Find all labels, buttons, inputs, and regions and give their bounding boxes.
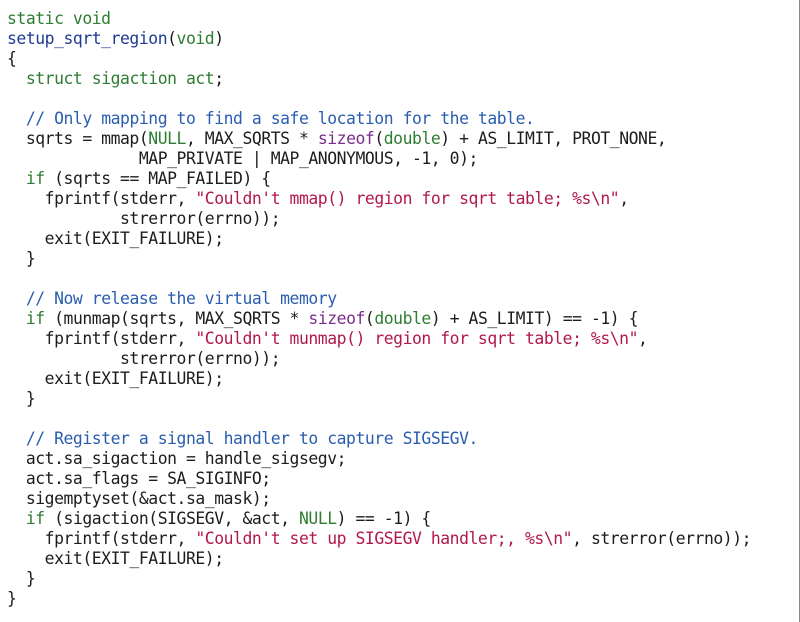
code-line: sqrts = mmap(NULL, MAX_SQRTS * sizeof(do… bbox=[7, 129, 751, 149]
null-token: NULL bbox=[148, 129, 186, 148]
code-token: ) == -1) { bbox=[336, 509, 432, 528]
code-token: ( bbox=[374, 129, 384, 148]
keyword-token: if bbox=[25, 169, 45, 188]
keyword-token: double bbox=[374, 309, 431, 328]
code-line: fprintf(stderr, "Couldn't munmap() regio… bbox=[7, 329, 751, 349]
code-token: } bbox=[7, 569, 36, 588]
code-token bbox=[7, 169, 26, 188]
code-token: { bbox=[7, 49, 17, 68]
code-token: fprintf(stderr, bbox=[7, 529, 196, 548]
code-line: MAP_PRIVATE | MAP_ANONYMOUS, -1, 0); bbox=[7, 149, 751, 169]
code-line: // Register a signal handler to capture … bbox=[7, 429, 751, 449]
code-token: exit(EXIT_FAILURE); bbox=[7, 369, 224, 388]
code-token: } bbox=[7, 589, 17, 608]
code-token: fprintf(stderr, bbox=[7, 189, 196, 208]
code-line: exit(EXIT_FAILURE); bbox=[7, 229, 751, 249]
code-token: exit(EXIT_FAILURE); bbox=[7, 549, 224, 568]
keyword-token: if bbox=[25, 509, 45, 528]
code-token bbox=[7, 109, 26, 128]
code-line: fprintf(stderr, "Couldn't set up SIGSEGV… bbox=[7, 529, 752, 549]
code-token: (sigaction(SIGSEGV, &act, bbox=[44, 509, 299, 528]
code-token: ) + AS_LIMIT) == -1) { bbox=[430, 309, 639, 328]
code-token: } bbox=[7, 249, 36, 268]
code-line: // Now release the virtual memory bbox=[7, 289, 751, 309]
code-token bbox=[7, 429, 26, 448]
code-token bbox=[7, 69, 26, 88]
comment-token: // Now release the virtual memory bbox=[25, 289, 337, 308]
code-line: static void bbox=[7, 9, 751, 29]
code-token: act.sa_sigaction = handle_sigsegv; bbox=[7, 449, 347, 468]
code-line: act.sa_flags = SA_SIGINFO; bbox=[7, 469, 751, 489]
code-line: exit(EXIT_FAILURE); bbox=[7, 369, 751, 389]
code-token: , bbox=[638, 329, 648, 348]
code-line: fprintf(stderr, "Couldn't mmap() region … bbox=[7, 189, 751, 209]
code-token bbox=[177, 69, 186, 88]
keyword-token: double bbox=[383, 129, 441, 148]
code-token: strerror(errno)); bbox=[7, 209, 281, 228]
code-line: } bbox=[7, 569, 751, 589]
code-token: , MAX_SQRTS * bbox=[185, 129, 318, 148]
builtin-token: sizeof bbox=[308, 309, 365, 328]
keyword-token: if bbox=[25, 309, 45, 328]
code-line: } bbox=[7, 249, 751, 269]
keyword-token: sigaction bbox=[91, 69, 177, 88]
code-line: strerror(errno)); bbox=[7, 349, 751, 369]
code-line bbox=[7, 269, 751, 289]
code-token: sqrts = mmap( bbox=[7, 129, 149, 148]
builtin-token: sizeof bbox=[317, 129, 375, 148]
code-line: act.sa_sigaction = handle_sigsegv; bbox=[7, 449, 751, 469]
keyword-token: act bbox=[185, 69, 215, 88]
code-token: ( bbox=[364, 309, 375, 328]
code-line bbox=[7, 409, 751, 429]
code-line: sigemptyset(&act.sa_mask); bbox=[7, 489, 751, 509]
code-line: if (sqrts == MAP_FAILED) { bbox=[7, 169, 751, 189]
code-line: setup_sqrt_region(void) bbox=[7, 29, 751, 49]
null-token: NULL bbox=[298, 509, 337, 528]
string-literal-token: "Couldn't munmap() region for sqrt table… bbox=[195, 329, 639, 348]
code-token: MAP_PRIVATE | MAP_ANONYMOUS, -1, 0); bbox=[7, 149, 479, 168]
code-token: (sqrts == MAP_FAILED) { bbox=[44, 169, 271, 188]
code-token bbox=[7, 289, 26, 308]
code-token: fprintf(stderr, bbox=[7, 329, 196, 348]
comment-token: // Only mapping to find a safe location … bbox=[25, 109, 535, 128]
string-literal-token: "Couldn't set up SIGSEGV handler;, %s\n" bbox=[195, 529, 573, 548]
code-line: strerror(errno)); bbox=[7, 209, 751, 229]
code-token bbox=[7, 309, 26, 328]
code-token: ; bbox=[214, 69, 224, 88]
comment-token: // Register a signal handler to capture … bbox=[25, 429, 479, 448]
code-token: } bbox=[7, 389, 36, 408]
code-line: } bbox=[7, 589, 751, 609]
code-token: strerror(errno)); bbox=[7, 349, 281, 368]
function-name-token: setup_sqrt_region bbox=[7, 29, 168, 48]
code-token: act.sa_flags = SA_SIGINFO; bbox=[7, 469, 271, 488]
code-token: sigemptyset(&act.sa_mask); bbox=[7, 489, 271, 508]
code-token: ( bbox=[167, 29, 177, 48]
code-token: , bbox=[619, 189, 629, 208]
code-token: ) + AS_LIMIT, PROT_NONE, bbox=[440, 129, 667, 148]
code-line: { bbox=[7, 49, 751, 69]
code-token: exit(EXIT_FAILURE); bbox=[7, 229, 224, 248]
code-line: struct sigaction act; bbox=[7, 69, 751, 89]
code-token: ) bbox=[214, 29, 224, 48]
code-token bbox=[82, 69, 91, 88]
keyword-token: void bbox=[176, 29, 215, 48]
code-line: exit(EXIT_FAILURE); bbox=[7, 549, 751, 569]
code-line bbox=[7, 89, 751, 109]
keyword-token: static void bbox=[7, 9, 111, 28]
string-literal-token: "Couldn't mmap() region for sqrt table; … bbox=[195, 189, 620, 208]
code-token: (munmap(sqrts, MAX_SQRTS * bbox=[44, 309, 309, 328]
code-line: if (sigaction(SIGSEGV, &act, NULL) == -1… bbox=[7, 509, 751, 529]
code-token bbox=[7, 509, 26, 528]
code-line: } bbox=[7, 389, 751, 409]
keyword-token: struct bbox=[25, 69, 83, 88]
code-token: , strerror(errno)); bbox=[572, 529, 752, 548]
code-line: if (munmap(sqrts, MAX_SQRTS * sizeof(dou… bbox=[7, 309, 751, 329]
code-line: // Only mapping to find a safe location … bbox=[7, 109, 751, 129]
